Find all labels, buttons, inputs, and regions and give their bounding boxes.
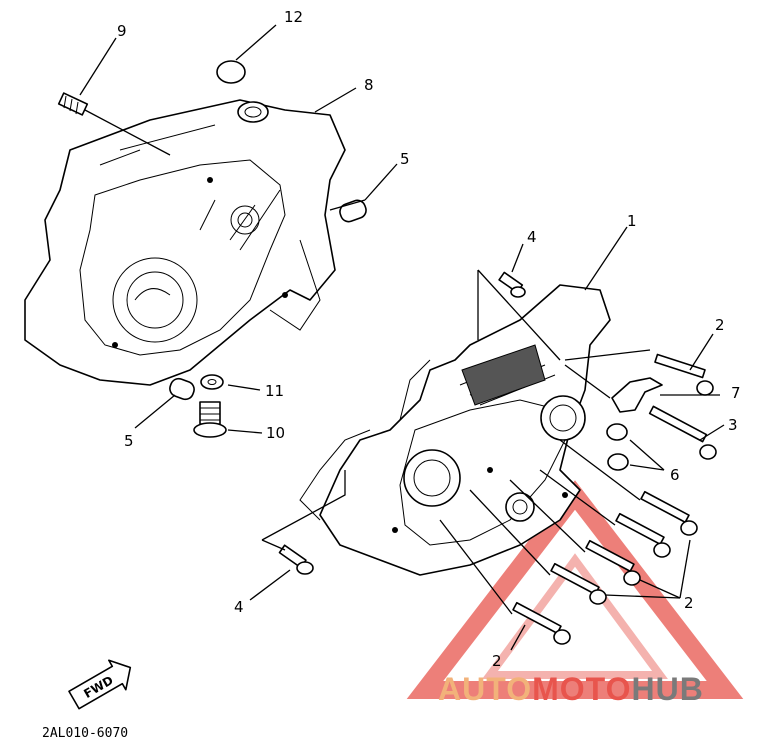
washer-part-11	[200, 374, 224, 390]
callout-numbers: 12 9 8 5 5 11 10 4 1 2 7 3 6 2 4 2	[117, 8, 741, 670]
callout-4-upper: 4	[527, 228, 537, 246]
callout-5-upper: 5	[400, 150, 410, 168]
callout-7: 7	[731, 384, 741, 402]
callout-1: 1	[627, 212, 637, 230]
bolt-part-9	[57, 92, 89, 116]
right-crankcase	[299, 284, 611, 576]
cap-part-12	[216, 60, 246, 84]
left-crankcase	[24, 99, 346, 386]
dowel-part-6-a	[606, 423, 628, 441]
diagram-code: 2AL010-6070	[42, 726, 128, 741]
callout-2-bottom: 2	[492, 652, 502, 670]
leader-lines	[79, 24, 725, 651]
fwd-arrow: FWD	[68, 659, 132, 710]
bolts-part-2-group	[512, 490, 698, 645]
callout-9: 9	[117, 22, 127, 40]
callout-12: 12	[284, 8, 303, 26]
clamp-part-7	[611, 377, 663, 413]
callout-4-lower: 4	[234, 598, 244, 616]
callout-8: 8	[364, 76, 374, 94]
watermark-part-1: AUTO	[438, 671, 532, 707]
bolt-part-3	[648, 405, 717, 460]
callout-3: 3	[728, 416, 738, 434]
callout-2-right: 2	[684, 594, 694, 612]
callout-10: 10	[266, 424, 285, 442]
bolt-part-4-upper	[498, 271, 526, 298]
callout-2-top: 2	[715, 316, 725, 334]
watermark-text: AUTOMOTOHUB	[438, 671, 704, 707]
watermark-part-3: HUB	[631, 671, 703, 707]
bolt-part-2-top	[654, 353, 714, 396]
dowel-part-5-upper	[339, 199, 367, 223]
watermark-part-2: MOTO	[532, 671, 631, 707]
drain-plug-part-10	[193, 401, 227, 438]
dowel-part-6-b	[607, 453, 629, 471]
dowel-part-5-lower	[169, 377, 195, 401]
callout-11: 11	[265, 382, 284, 400]
callout-6: 6	[670, 466, 680, 484]
callout-5-lower: 5	[124, 432, 134, 450]
